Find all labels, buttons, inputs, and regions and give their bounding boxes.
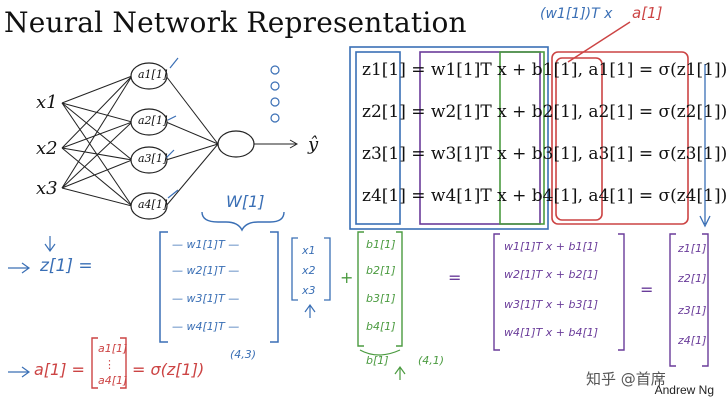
watermark: 知乎 @首席: [586, 370, 666, 388]
vector-x-1: x1: [302, 244, 316, 257]
a-vector-4: a4[1]: [98, 374, 128, 387]
result-row-2: w2[1]T x + b2[1]: [504, 268, 599, 281]
author-credit: Andrew Ng: [654, 383, 714, 397]
plus-sign: +: [340, 268, 354, 287]
input-x2: x2: [36, 138, 58, 159]
result-row-1: w1[1]T x + b1[1]: [504, 240, 599, 253]
vector-x-3: x3: [302, 284, 316, 297]
equation-row-2: z2[1] = w2[1]T x + b2[1], a2[1] = σ(z2[1…: [362, 102, 727, 122]
network-nodes: [130, 62, 255, 220]
vector-b-1: b1[1]: [366, 238, 396, 251]
hidden-node-4-label: a4[1]: [138, 198, 168, 211]
matrix-W-row-4: — w4[1]T —: [172, 320, 240, 333]
equals-sign-1: =: [448, 268, 462, 287]
z-vector-1: z1[1]: [678, 242, 707, 255]
z-vector-3: z3[1]: [678, 304, 707, 317]
annotation-a1: a[1]: [632, 4, 663, 22]
dim-W: (4,3): [230, 348, 257, 361]
vector-b-2: b2[1]: [366, 264, 396, 277]
network-edges: [61, 75, 299, 207]
a-vector-dots: ⋮: [104, 358, 115, 371]
a-vector-1: a1[1]: [98, 342, 128, 355]
z-vector-4: z4[1]: [678, 334, 707, 347]
equation-row-1: z1[1] = w1[1]T x + b1[1], a1[1] = σ(z1[1…: [362, 60, 727, 80]
vector-b-4: b4[1]: [366, 320, 396, 333]
result-row-4: w4[1]T x + b4[1]: [504, 326, 599, 339]
page-title: Neural Network Representation: [4, 6, 467, 39]
matrix-W-row-3: — w3[1]T —: [172, 292, 240, 305]
matrix-W-row-2: — w2[1]T —: [172, 264, 240, 277]
vector-x-2: x2: [302, 264, 316, 277]
equation-row-3: z3[1] = w3[1]T x + b3[1], a3[1] = σ(z3[1…: [362, 144, 727, 164]
hidden-node-3-label: a3[1]: [138, 152, 168, 165]
label-b1: b[1]: [366, 354, 389, 367]
vector-b-3: b3[1]: [366, 292, 396, 305]
matrix-W-row-1: — w1[1]T —: [172, 238, 240, 251]
a-equals-sigma-z: = σ(z[1]): [132, 360, 205, 379]
output-y-hat: ŷ: [308, 134, 319, 155]
annotation-w-transpose-x: (w1[1])T x: [540, 6, 613, 22]
input-x3: x3: [36, 178, 58, 199]
label-a1-equals: a[1] =: [34, 360, 85, 379]
equation-row-4: z4[1] = w4[1]T x + b4[1], a4[1] = σ(z4[1…: [362, 186, 727, 206]
label-W1: W[1]: [226, 192, 265, 211]
dim-b: (4,1): [418, 354, 445, 367]
hidden-node-1-label: a1[1]: [138, 68, 168, 81]
input-x1: x1: [36, 92, 58, 113]
z-vector-2: z2[1]: [678, 272, 707, 285]
equals-sign-2: =: [640, 280, 654, 299]
result-row-3: w3[1]T x + b3[1]: [504, 298, 599, 311]
label-z1-equals: z[1] =: [40, 256, 93, 276]
hidden-node-2-label: a2[1]: [138, 114, 168, 127]
